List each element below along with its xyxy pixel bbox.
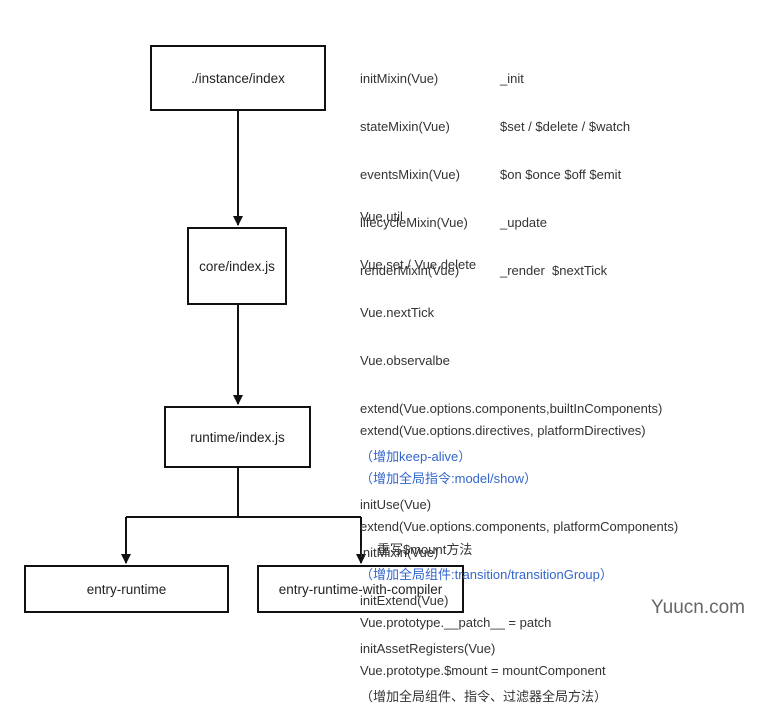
note-line: Vue.prototype.$mount = mountComponent (360, 663, 606, 678)
note-row: stateMixin(Vue) $set / $delete / $watch (360, 119, 630, 135)
watermark: Yuucn.com (651, 597, 745, 618)
note-row: lifecycleMixin(Vue) _update (360, 215, 547, 231)
note-line-highlight: （增加全局组件:transition/transitionGroup） (360, 567, 613, 582)
note-line: initExtend(Vue) (360, 593, 449, 608)
note-line: Vue.observalbe (360, 353, 450, 368)
note-adds: _init (500, 71, 524, 86)
note-mixin: stateMixin(Vue) (360, 119, 450, 134)
note-line-highlight: （增加keep-alive） (360, 449, 472, 464)
compiler-note: 重写$mount方法 (377, 542, 473, 557)
note-line: Vue.util (360, 209, 403, 224)
note-row: initMixin(Vue) _init (360, 71, 524, 87)
note-line: Vue.prototype.__patch__ = patch (360, 615, 552, 630)
note-mixin: eventsMixin(Vue) (360, 167, 460, 182)
note-line-highlight: （增加全局指令:model/show） (360, 471, 537, 486)
note-line: initUse(Vue) (360, 497, 432, 512)
node-label: core/index.js (199, 258, 275, 274)
note-line: Vue.nextTick (360, 305, 435, 320)
note-adds: $on $once $off $emit (500, 167, 622, 182)
note-mixin: lifecycleMixin(Vue) (360, 215, 468, 230)
node-core-index: core/index.js (187, 227, 287, 305)
note-line: extend(Vue.options.components, platformC… (360, 519, 679, 534)
note-adds: $set / $delete / $watch (500, 119, 631, 134)
note-adds: _update (500, 215, 547, 230)
note-line: extend(Vue.options.directives, platformD… (360, 423, 646, 438)
connector-layer (121, 111, 366, 564)
node-instance-index: ./instance/index (150, 45, 326, 111)
note-line: initMixin(Vue) (360, 545, 439, 560)
node-label: runtime/index.js (190, 429, 285, 445)
note-mixin: renderMixin(Vue) (360, 263, 460, 278)
node-label: entry-runtime (86, 581, 167, 597)
note-row: eventsMixin(Vue) $on $once $off $emit (360, 167, 621, 183)
node-runtime-index: runtime/index.js (164, 406, 311, 468)
instance-mixin-notes: initMixin(Vue) _init stateMixin(Vue) $set … (360, 39, 630, 295)
node-entry-runtime: entry-runtime (24, 565, 229, 613)
node-entry-runtime-with-compiler: entry-runtime-with-compiler (257, 565, 464, 613)
note-mixin: initMixin(Vue) (360, 71, 439, 86)
note-adds: _render $nextTick (500, 263, 608, 278)
node-label: ./instance/index (191, 70, 285, 86)
note-line: extend(Vue.options.components,builtInCom… (360, 401, 663, 416)
note-row: renderMixin(Vue) _render $nextTick (360, 263, 607, 279)
node-label: entry-runtime-with-compiler (278, 581, 443, 597)
note-line: Vue.set / Vue.delete (360, 257, 477, 272)
